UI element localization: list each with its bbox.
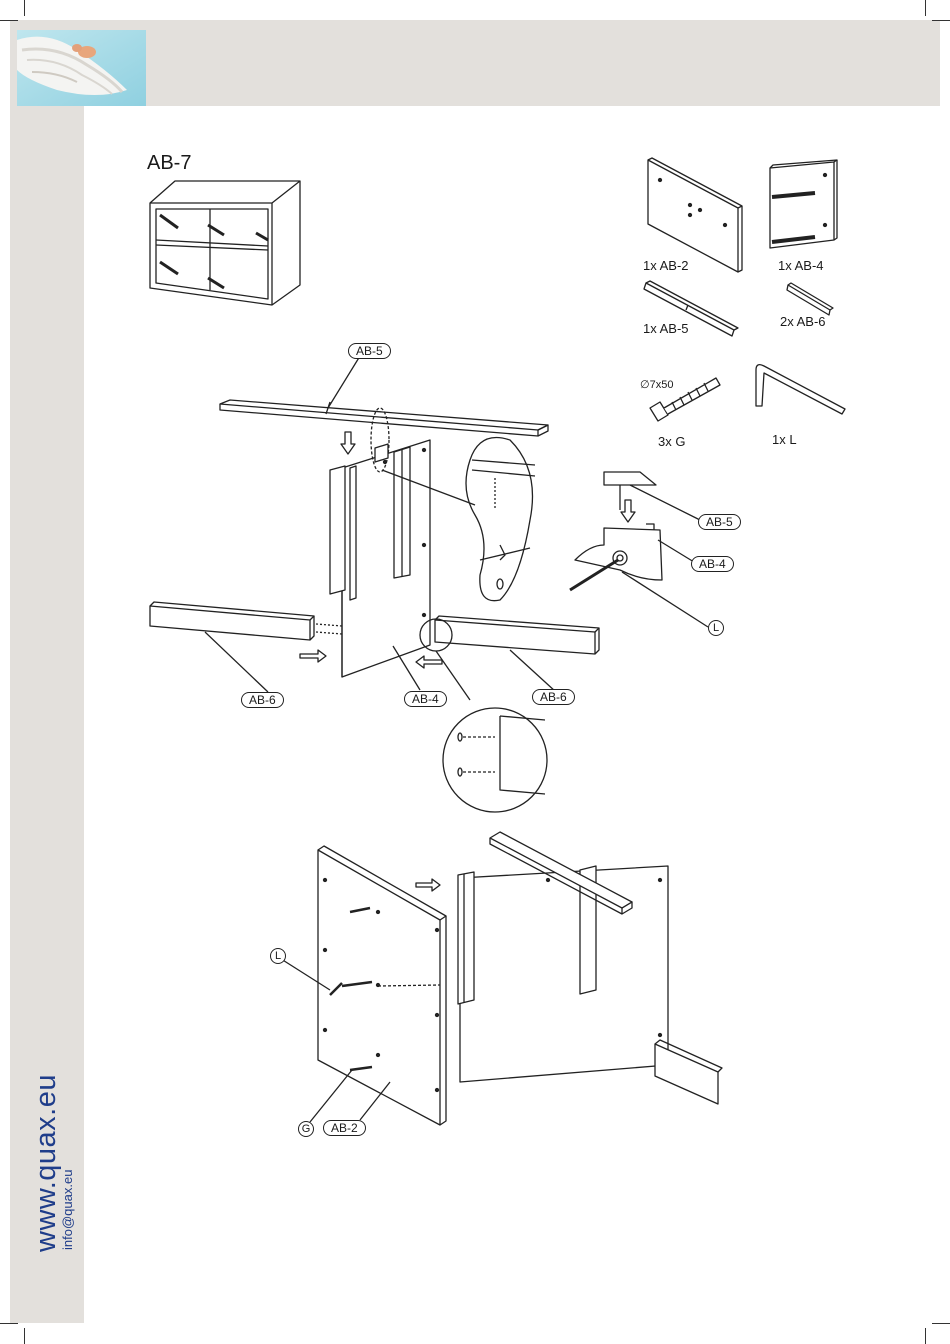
part-ab4-drawing (770, 160, 837, 248)
callout-ab4: AB-4 (404, 691, 447, 707)
part-ab6-drawing (787, 283, 833, 315)
part-label-g: 3x G (658, 434, 685, 449)
screw-spec: ∅7x50 (640, 378, 673, 391)
step2-callout-ab2: AB-2 (323, 1120, 366, 1136)
step1-ab6-right (435, 616, 599, 654)
step1-detail-dowel (443, 708, 547, 812)
step1-ab4-panel (330, 440, 430, 677)
part-label-ab5: 1x AB-5 (643, 321, 689, 336)
detail-callout-ab5: AB-5 (698, 514, 741, 530)
part-label-ab4: 1x AB-4 (778, 258, 824, 273)
step2-ab2-panel (318, 846, 446, 1125)
callout-ab6-right: AB-6 (532, 689, 575, 705)
callout-ab5: AB-5 (348, 343, 391, 359)
part-label-l: 1x L (772, 432, 797, 447)
part-ab2-drawing (648, 158, 742, 272)
detail-callout-ab4: AB-4 (691, 556, 734, 572)
step1-ab6-left (150, 602, 342, 640)
step1-detail-rail (466, 438, 535, 601)
part-allen-key-drawing (756, 365, 845, 414)
callout-ab6-left: AB-6 (241, 692, 284, 708)
step2-callout-g: G (298, 1121, 314, 1137)
step1-detail-cam (570, 472, 662, 590)
detail-callout-l: L (708, 620, 724, 636)
step2-callout-l: L (270, 948, 286, 964)
step1-ab5-rail (220, 400, 548, 436)
step2-assembly (458, 832, 722, 1104)
part-label-ab6: 2x AB-6 (780, 314, 826, 329)
cabinet-overview-drawing (150, 181, 300, 305)
part-label-ab2: 1x AB-2 (643, 258, 689, 273)
